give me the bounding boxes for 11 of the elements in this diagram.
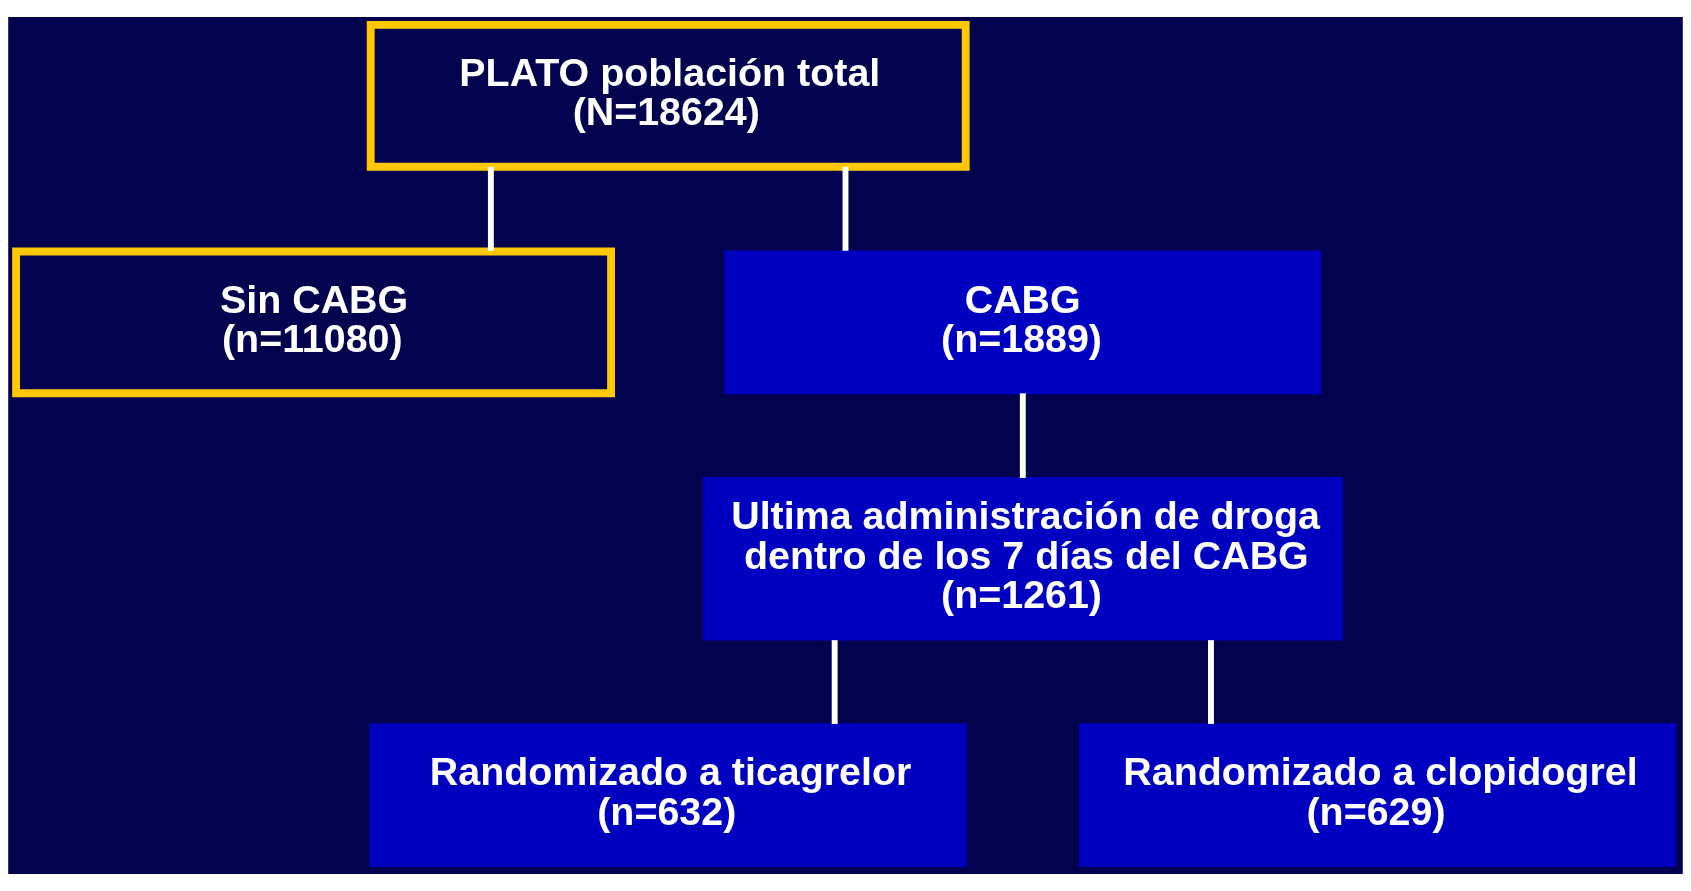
connector [842,166,849,251]
node-box: Randomizado a ticagrelor (n=632) [369,723,967,868]
node-box: Ultima administración de droga dentro de los 7 días del CABG (n=1261) [702,477,1343,641]
connector [1019,393,1026,478]
node-box: PLATO población total (N=18624) [366,20,970,171]
node-box: Sin CABG (n=11080) [12,247,615,398]
connector [1208,640,1214,724]
connector [487,166,494,251]
connector [831,640,838,724]
node-box: Randomizado a clopidogrel (n=629) [1078,723,1676,868]
node-box: CABG (n=1889) [724,250,1322,395]
